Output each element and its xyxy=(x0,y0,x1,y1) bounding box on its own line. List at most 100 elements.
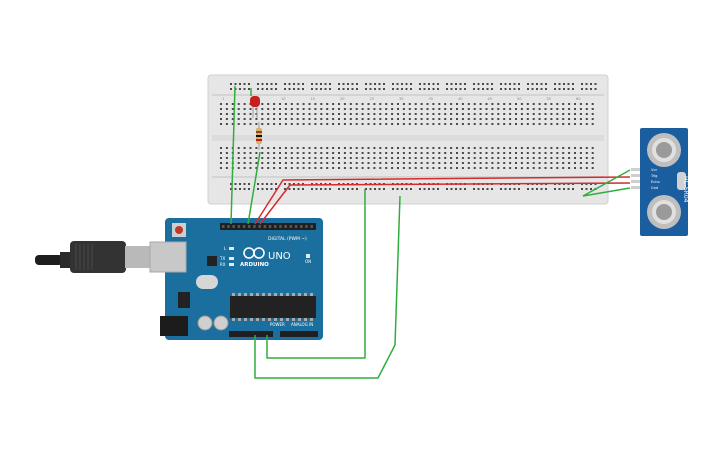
breadboard-hole[interactable] xyxy=(385,167,388,169)
breadboard-hole[interactable] xyxy=(485,162,488,164)
breadboard-hole[interactable] xyxy=(545,188,547,190)
breadboard-hole[interactable] xyxy=(293,188,295,190)
breadboard-hole[interactable] xyxy=(266,88,268,90)
breadboard-hole[interactable] xyxy=(491,83,493,85)
breadboard-hole[interactable] xyxy=(408,167,411,169)
breadboard-hole[interactable] xyxy=(408,113,411,115)
breadboard-hole[interactable] xyxy=(338,113,340,115)
breadboard-hole[interactable] xyxy=(520,162,523,164)
breadboard-hole[interactable] xyxy=(591,152,594,154)
breadboard-hole[interactable] xyxy=(532,108,535,110)
breadboard-hole[interactable] xyxy=(562,103,565,105)
breadboard-hole[interactable] xyxy=(249,113,252,115)
breadboard-hole[interactable] xyxy=(361,118,364,120)
breadboard-hole[interactable] xyxy=(473,88,475,90)
breadboard-hole[interactable] xyxy=(438,152,441,154)
breadboard-hole[interactable] xyxy=(556,118,559,120)
breadboard-hole[interactable] xyxy=(568,108,571,110)
breadboard-hole[interactable] xyxy=(405,188,408,190)
breadboard-hole[interactable] xyxy=(554,88,556,90)
breadboard-hole[interactable] xyxy=(538,123,541,125)
breadboard-hole[interactable] xyxy=(563,188,565,190)
breadboard-hole[interactable] xyxy=(554,83,556,85)
breadboard-hole[interactable] xyxy=(532,118,535,120)
breadboard-hole[interactable] xyxy=(527,88,529,90)
breadboard-hole[interactable] xyxy=(579,123,582,125)
breadboard-hole[interactable] xyxy=(326,157,329,159)
breadboard-hole[interactable] xyxy=(420,108,423,110)
breadboard-hole[interactable] xyxy=(410,88,412,90)
breadboard-hole[interactable] xyxy=(361,147,364,149)
breadboard-hole[interactable] xyxy=(373,152,376,154)
breadboard-hole[interactable] xyxy=(464,88,466,90)
breadboard-hole[interactable] xyxy=(446,88,448,90)
breadboard-hole[interactable] xyxy=(405,83,408,85)
breadboard-hole[interactable] xyxy=(520,108,523,110)
breadboard-hole[interactable] xyxy=(320,183,322,185)
breadboard-hole[interactable] xyxy=(261,118,264,120)
breadboard-hole[interactable] xyxy=(550,103,553,105)
breadboard-hole[interactable] xyxy=(567,83,570,85)
breadboard-hole[interactable] xyxy=(544,167,547,169)
breadboard-hole[interactable] xyxy=(461,123,464,125)
breadboard-hole[interactable] xyxy=(267,157,270,159)
breadboard-hole[interactable] xyxy=(520,157,523,159)
breadboard-hole[interactable] xyxy=(461,108,464,110)
breadboard-hole[interactable] xyxy=(288,83,291,85)
breadboard-hole[interactable] xyxy=(356,83,358,85)
breadboard-hole[interactable] xyxy=(385,108,388,110)
breadboard-hole[interactable] xyxy=(397,103,399,105)
breadboard-hole[interactable] xyxy=(273,157,276,159)
breadboard-hole[interactable] xyxy=(249,147,252,149)
breadboard-hole[interactable] xyxy=(414,157,417,159)
breadboard-hole[interactable] xyxy=(419,83,421,85)
header-pin[interactable] xyxy=(274,225,277,228)
breadboard-hole[interactable] xyxy=(432,167,435,169)
breadboard-hole[interactable] xyxy=(379,103,382,105)
breadboard-hole[interactable] xyxy=(562,162,565,164)
breadboard-hole[interactable] xyxy=(249,157,252,159)
breadboard-hole[interactable] xyxy=(284,83,286,85)
header-pin[interactable] xyxy=(222,225,225,228)
breadboard-hole[interactable] xyxy=(591,108,594,110)
breadboard-hole[interactable] xyxy=(432,123,435,125)
breadboard-hole[interactable] xyxy=(320,167,323,169)
breadboard-hole[interactable] xyxy=(479,167,482,169)
breadboard-hole[interactable] xyxy=(288,188,291,190)
breadboard-hole[interactable] xyxy=(479,162,482,164)
breadboard-hole[interactable] xyxy=(320,83,322,85)
breadboard-hole[interactable] xyxy=(355,152,358,154)
breadboard-hole[interactable] xyxy=(267,108,270,110)
header-pin[interactable] xyxy=(232,225,235,228)
breadboard-hole[interactable] xyxy=(585,147,588,149)
breadboard-hole[interactable] xyxy=(361,162,364,164)
breadboard-hole[interactable] xyxy=(257,188,259,190)
breadboard-hole[interactable] xyxy=(290,152,293,154)
breadboard-hole[interactable] xyxy=(273,118,276,120)
breadboard-hole[interactable] xyxy=(367,118,370,120)
breadboard-hole[interactable] xyxy=(329,183,331,185)
breadboard-hole[interactable] xyxy=(509,188,511,190)
breadboard-hole[interactable] xyxy=(273,167,276,169)
breadboard-hole[interactable] xyxy=(437,88,439,90)
breadboard-hole[interactable] xyxy=(338,108,340,110)
breadboard-hole[interactable] xyxy=(420,167,423,169)
header-pin[interactable] xyxy=(248,225,251,228)
breadboard-hole[interactable] xyxy=(500,83,502,85)
breadboard-hole[interactable] xyxy=(438,103,441,105)
breadboard-hole[interactable] xyxy=(302,183,304,185)
breadboard-hole[interactable] xyxy=(497,113,500,115)
breadboard-hole[interactable] xyxy=(243,123,246,125)
breadboard-hole[interactable] xyxy=(456,152,458,154)
breadboard-hole[interactable] xyxy=(503,162,506,164)
breadboard-hole[interactable] xyxy=(550,113,553,115)
wire-green-resistor[interactable] xyxy=(247,151,261,225)
breadboard-hole[interactable] xyxy=(527,188,529,190)
breadboard-hole[interactable] xyxy=(243,103,246,105)
breadboard-hole[interactable] xyxy=(302,188,304,190)
breadboard-hole[interactable] xyxy=(408,152,411,154)
breadboard-hole[interactable] xyxy=(479,108,482,110)
breadboard-hole[interactable] xyxy=(225,162,228,164)
breadboard-hole[interactable] xyxy=(544,157,547,159)
breadboard-hole[interactable] xyxy=(308,103,311,105)
